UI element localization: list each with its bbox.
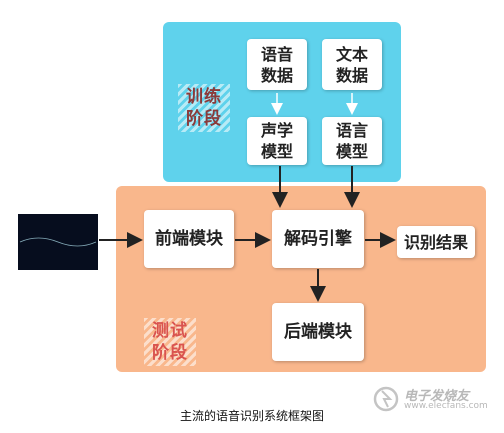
language-model-line-1: 语言 <box>335 121 368 140</box>
speech-data-line-2: 数据 <box>260 65 293 85</box>
speech-data-box: 语音 数据 <box>247 39 307 90</box>
watermark-text: 电子发烧友 <box>404 389 470 404</box>
training-stage-label: 训练 阶段 <box>178 84 230 132</box>
acoustic-model-line-2: 模型 <box>260 142 293 161</box>
recognition-result-box: 识别结果 <box>397 226 475 258</box>
elecfans-logo-icon <box>373 386 399 412</box>
text-data-box: 文本 数据 <box>322 39 382 90</box>
training-stage-line-2: 阶段 <box>186 109 222 129</box>
acoustic-model-line-1: 声学 <box>260 121 293 140</box>
testing-stage-line-2: 阶段 <box>152 343 188 363</box>
speech-data-line-1: 语音 <box>260 44 293 64</box>
testing-stage-label: 测试 阶段 <box>144 318 196 366</box>
figure-caption: 主流的语音识别系统框架图 <box>179 409 324 423</box>
frontend-module-label: 前端模块 <box>155 228 223 249</box>
testing-stage-line-1: 测试 <box>152 321 188 341</box>
waveform-icon <box>19 220 97 264</box>
acoustic-model-box: 声学 模型 <box>247 117 307 165</box>
audio-waveform-image <box>18 214 98 270</box>
training-stage-line-1: 训练 <box>186 87 222 107</box>
frontend-module-box: 前端模块 <box>144 210 234 268</box>
decoder-engine-box: 解码引擎 <box>272 210 364 268</box>
watermark-url: www.elecfans.com <box>404 401 488 411</box>
text-data-line-2: 数据 <box>335 65 368 85</box>
backend-module-label: 后端模块 <box>284 321 352 342</box>
language-model-box: 语言 模型 <box>322 117 382 165</box>
recognition-result-label: 识别结果 <box>403 232 468 252</box>
language-model-line-2: 模型 <box>335 142 368 161</box>
text-data-line-1: 文本 <box>335 44 368 64</box>
backend-module-box: 后端模块 <box>272 303 364 361</box>
decoder-engine-label: 解码引擎 <box>284 228 352 249</box>
